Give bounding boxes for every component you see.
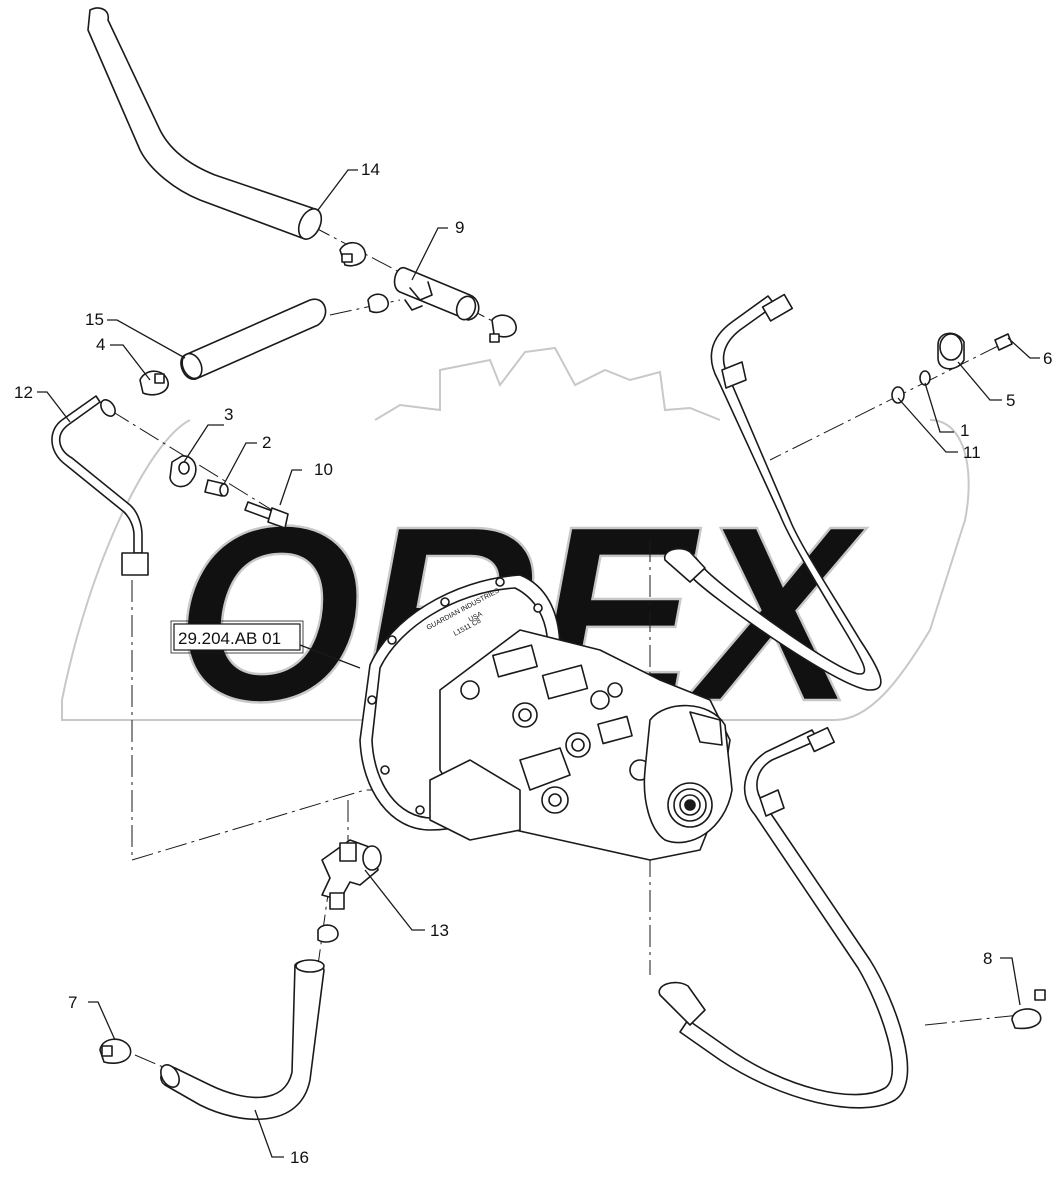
part-5-cap bbox=[937, 332, 965, 370]
reference-label-29-204-ab-01[interactable]: 29.204.AB 01 bbox=[170, 620, 304, 654]
part-1-washer bbox=[919, 370, 931, 386]
part-12-tube bbox=[51, 395, 149, 576]
callout-7[interactable]: 7 bbox=[68, 993, 77, 1012]
centerline-7 bbox=[134, 1054, 171, 1071]
part-9-tee bbox=[393, 267, 480, 321]
callout-2[interactable]: 2 bbox=[262, 433, 271, 452]
callout-10[interactable]: 10 bbox=[314, 460, 333, 479]
callout-6[interactable]: 6 bbox=[1043, 349, 1052, 368]
watermark-frame bbox=[61, 419, 970, 721]
callout-15[interactable]: 15 bbox=[85, 310, 104, 329]
part-clamp-upper bbox=[339, 241, 367, 267]
part-2-spacer bbox=[204, 479, 229, 497]
centerline-left-loop bbox=[131, 580, 500, 861]
callout-3[interactable]: 3 bbox=[224, 405, 233, 424]
callout-16[interactable]: 16 bbox=[290, 1148, 309, 1167]
callout-12[interactable]: 12 bbox=[14, 383, 33, 402]
part-right-hose-upper bbox=[664, 293, 882, 691]
callout-14[interactable]: 14 bbox=[361, 160, 380, 179]
part-3-bracket bbox=[169, 455, 197, 488]
part-6-fitting bbox=[994, 333, 1013, 351]
centerline-hose15 bbox=[329, 299, 401, 316]
part-10-bolt bbox=[244, 501, 289, 529]
pump-rear-cover bbox=[643, 704, 733, 844]
part-right-hose-lower bbox=[658, 726, 909, 1109]
part-4-clamp bbox=[139, 370, 169, 396]
callout-5[interactable]: 5 bbox=[1006, 391, 1015, 410]
callout-11[interactable]: 11 bbox=[963, 443, 981, 462]
reference-label-text: 29.204.AB 01 bbox=[178, 629, 281, 648]
callout-8[interactable]: 8 bbox=[983, 949, 992, 968]
pump-mount bbox=[429, 759, 521, 841]
part-clamp-9-right bbox=[489, 314, 517, 343]
part-clamp-9-left bbox=[367, 293, 389, 314]
callout-13[interactable]: 13 bbox=[430, 921, 449, 940]
part-16-hose bbox=[160, 959, 325, 1120]
part-15-hose bbox=[180, 298, 327, 381]
part-14-hose bbox=[87, 7, 323, 240]
callout-1[interactable]: 1 bbox=[960, 421, 969, 440]
part-13-fitting bbox=[321, 839, 382, 910]
part-7-clamp bbox=[99, 1038, 132, 1064]
callout-4[interactable]: 4 bbox=[96, 335, 105, 354]
part-clamp-13 bbox=[317, 924, 339, 943]
callouts: 1 2 3 4 5 6 7 8 9 10 11 12 13 14 15 16 bbox=[14, 160, 1052, 1167]
leader-lines bbox=[37, 169, 1040, 1158]
centerline-8 bbox=[924, 1014, 1021, 1026]
watermark-gear bbox=[374, 346, 721, 421]
part-11-oring bbox=[891, 386, 905, 404]
part-hydraulic-pump: GUARDIAN INDUSTRIES USA L1511 C8 bbox=[359, 574, 733, 861]
parts: GUARDIAN INDUSTRIES USA L1511 C8 bbox=[51, 7, 1046, 1120]
callout-9[interactable]: 9 bbox=[455, 218, 464, 237]
part-8-clamp bbox=[1011, 989, 1046, 1030]
